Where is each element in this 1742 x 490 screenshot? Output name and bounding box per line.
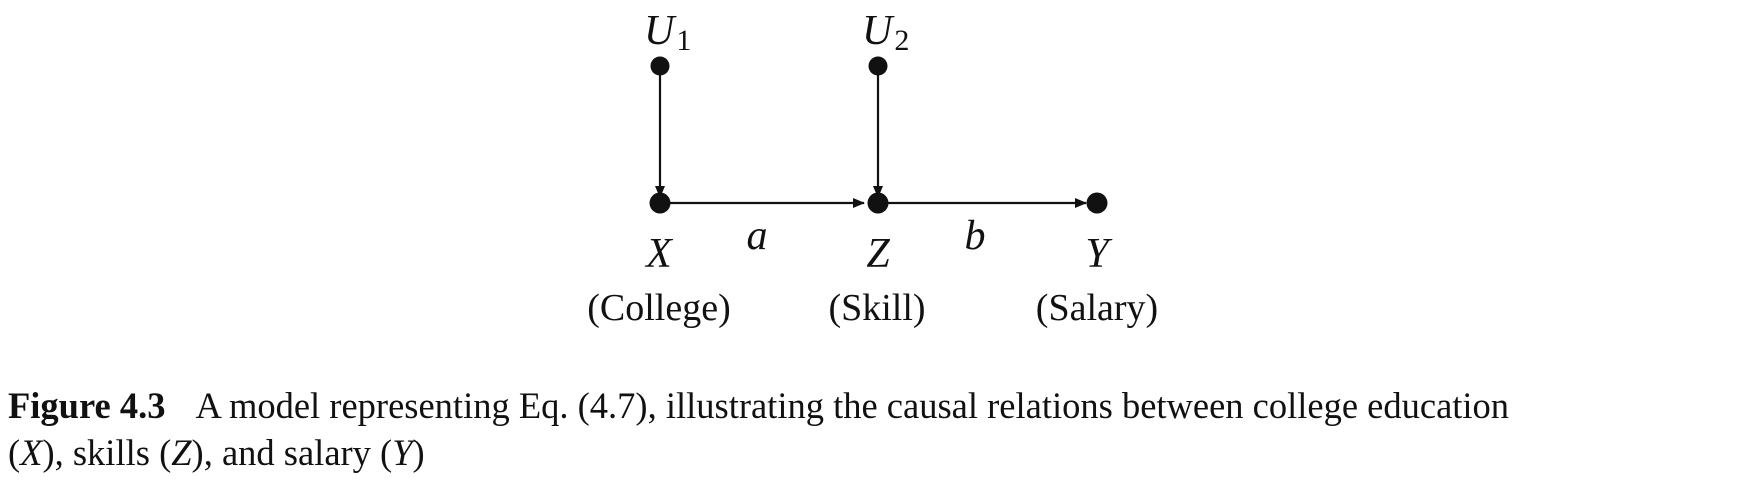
- node-y-description: (Salary): [1036, 287, 1158, 329]
- edge-z-y-label: b: [965, 213, 986, 259]
- figure-caption: Figure 4.3 A model representing Eq. (4.7)…: [8, 382, 1736, 476]
- figure-label: Figure 4.3: [8, 385, 166, 426]
- caption-text: A model representing Eq. (4.7), illustra…: [195, 385, 1510, 426]
- caption-var-y: Y: [392, 432, 413, 473]
- node-z-label: Z: [866, 231, 890, 277]
- causal-diagram: U1 U2 X Z Y a b (College) (Skill) (Salar…: [587, 8, 1158, 329]
- caption-text-part: (: [8, 432, 21, 473]
- caption-line-1: Figure 4.3 A model representing Eq. (4.7)…: [8, 382, 1736, 429]
- node-x-description: (College): [587, 287, 731, 329]
- node-u2: [868, 56, 888, 76]
- caption-var-x: X: [20, 432, 43, 473]
- node-u2-label: U2: [862, 8, 909, 57]
- caption-text-part: ), skills (: [42, 432, 172, 473]
- node-x-label: X: [644, 231, 674, 277]
- node-x: [649, 192, 671, 214]
- caption-text-part: ), and salary (: [191, 432, 393, 473]
- node-y: [1086, 192, 1108, 214]
- caption-var-z: Z: [171, 432, 192, 473]
- caption-text-part: ): [412, 432, 425, 473]
- node-z: [867, 192, 889, 214]
- node-u1: [650, 56, 670, 76]
- node-y-label: Y: [1085, 231, 1113, 277]
- node-z-description: (Skill): [828, 287, 925, 329]
- caption-line-2: (X), skills (Z), and salary (Y): [8, 429, 1736, 476]
- edge-x-z-label: a: [747, 213, 768, 259]
- node-u1-label: U1: [644, 8, 691, 57]
